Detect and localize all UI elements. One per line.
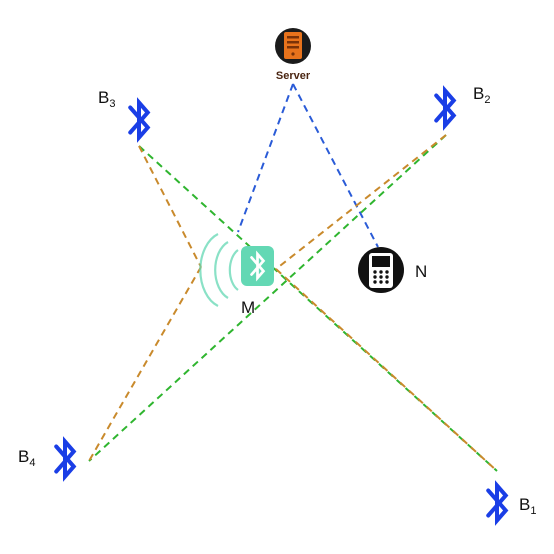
server-icon bbox=[275, 28, 311, 64]
green-link-b2-b4 bbox=[88, 134, 447, 462]
bluetooth-device-icon bbox=[241, 246, 274, 286]
orange-link-b2-m bbox=[275, 134, 447, 270]
bluetooth-icon bbox=[486, 483, 508, 523]
server-link-m bbox=[237, 83, 294, 233]
device-n-label: N bbox=[415, 262, 427, 281]
bluetooth-icon bbox=[128, 100, 150, 140]
server-node: Server bbox=[275, 28, 311, 82]
device-n-node: N bbox=[358, 247, 427, 293]
server-label: Server bbox=[276, 70, 311, 82]
beacon-b4: B4 bbox=[18, 439, 76, 479]
signal-waves-icon bbox=[199, 233, 239, 307]
orange-link-m-b4 bbox=[88, 266, 202, 462]
beacon-b1-label: B1 bbox=[519, 495, 536, 517]
device-m-label: M bbox=[241, 298, 255, 317]
bluetooth-icon bbox=[54, 439, 76, 479]
bluetooth-icon bbox=[434, 88, 456, 128]
orange-link-b3-m bbox=[138, 145, 202, 268]
beacon-b1: B1 bbox=[486, 483, 536, 523]
beacon-b3: B3 bbox=[98, 88, 150, 140]
server-link-n bbox=[292, 83, 379, 248]
orange-link-m-b1 bbox=[275, 268, 498, 472]
beacon-b3-label: B3 bbox=[98, 88, 115, 110]
device-m-node: M bbox=[199, 233, 274, 317]
mobile-phone-icon bbox=[358, 247, 404, 293]
green-link-b3-b1 bbox=[138, 145, 498, 472]
beacon-b2-label: B2 bbox=[473, 84, 490, 106]
beacon-b4-label: B4 bbox=[18, 447, 35, 469]
beacon-b2: B2 bbox=[434, 84, 490, 128]
